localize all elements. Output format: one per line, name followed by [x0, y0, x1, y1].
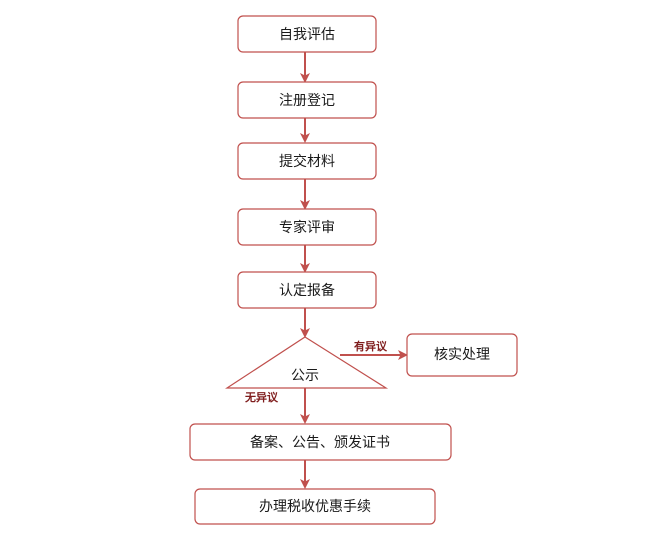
node-tax-incentive-label: 办理税收优惠手续	[259, 498, 371, 515]
node-self-assessment: 自我评估	[237, 15, 377, 53]
node-registration: 注册登记	[237, 81, 377, 119]
edge-label-no-objection: 无异议	[244, 390, 279, 404]
connectors	[300, 52, 408, 489]
node-publicity: 公示	[224, 336, 389, 389]
node-publicity-label: 公示	[291, 368, 319, 384]
node-expert-review: 专家评审	[237, 208, 377, 246]
node-verification: 核实处理	[406, 333, 518, 377]
node-verification-label: 核实处理	[434, 347, 490, 363]
node-tax-incentive: 办理税收优惠手续	[194, 488, 436, 525]
node-recognition-filing: 认定报备	[237, 271, 377, 309]
node-submit-materials: 提交材料	[237, 142, 377, 180]
node-self-assessment-label: 自我评估	[279, 27, 335, 43]
node-registration-label: 注册登记	[279, 93, 335, 109]
node-recognition-filing-label: 认定报备	[279, 282, 335, 299]
node-expert-review-label: 专家评审	[279, 219, 335, 236]
edge-label-objection: 有异议	[354, 339, 388, 353]
node-submit-materials-label: 提交材料	[279, 153, 335, 170]
node-filing-certificate-label: 备案、公告、颁发证书	[250, 434, 390, 451]
node-filing-certificate: 备案、公告、颁发证书	[189, 423, 452, 461]
